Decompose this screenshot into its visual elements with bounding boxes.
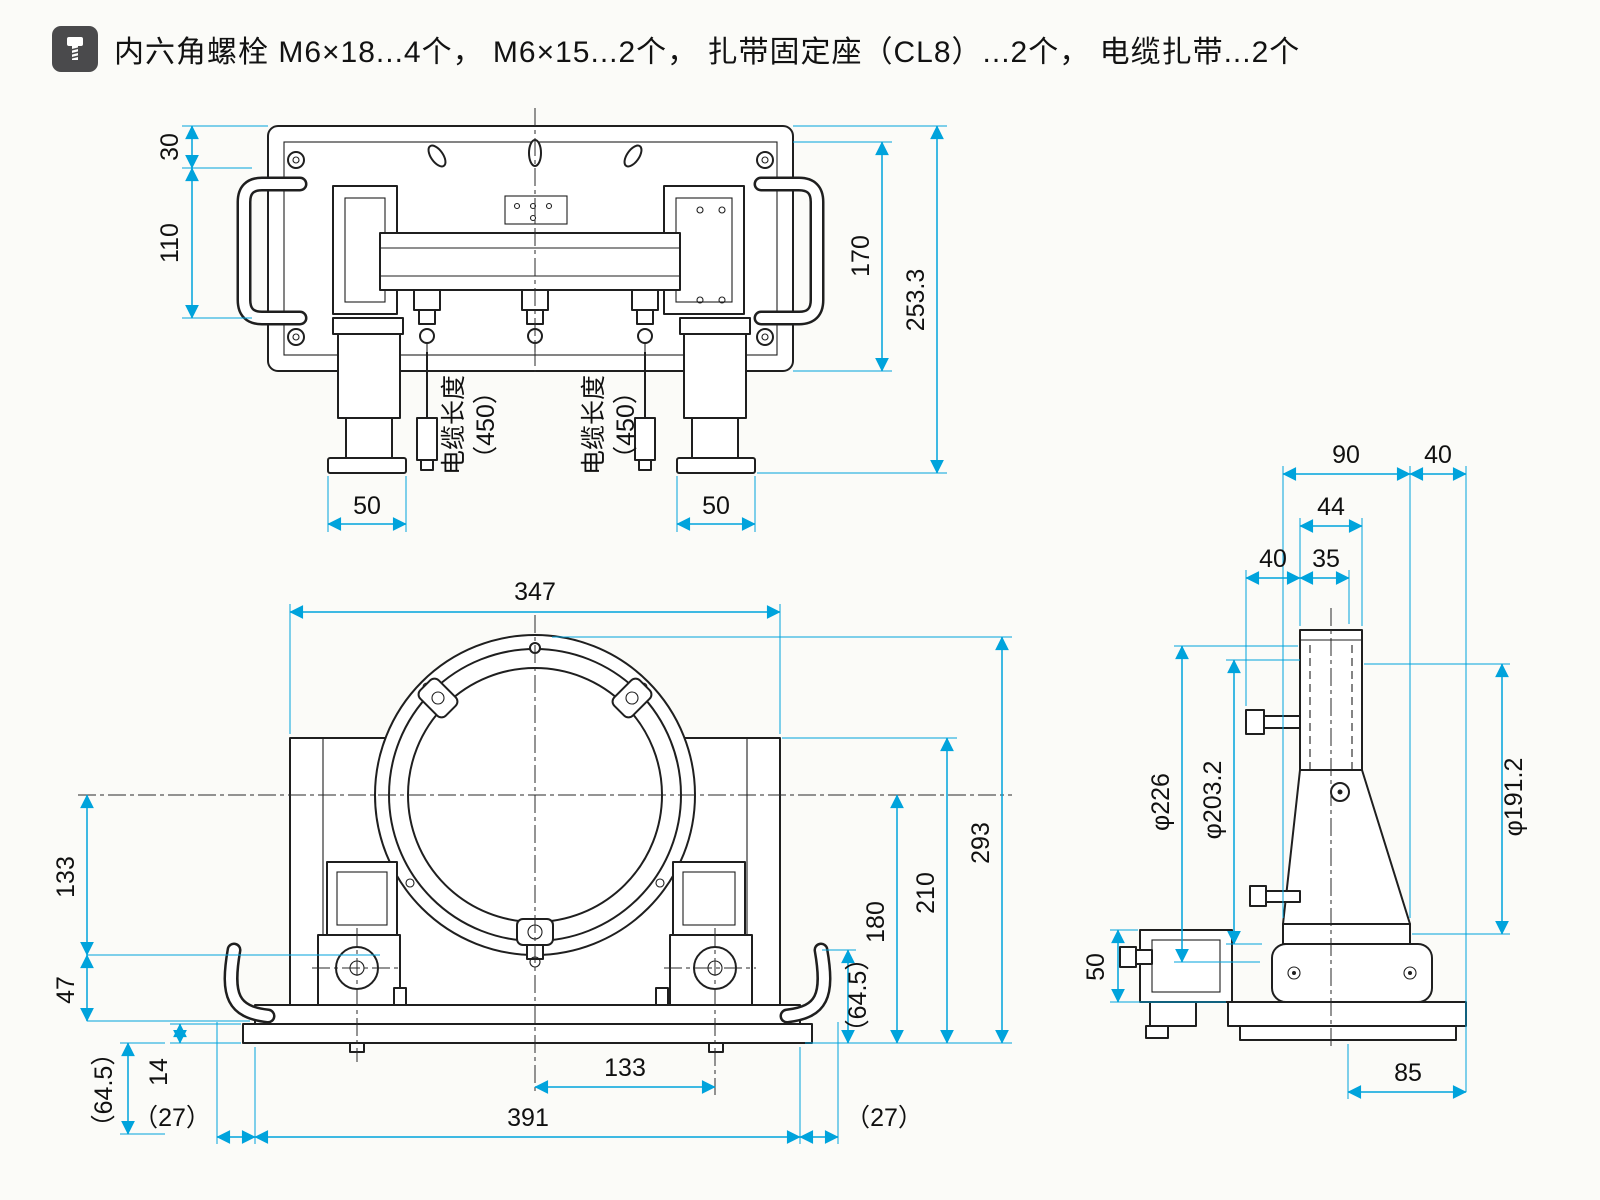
dim-30: 30 (156, 133, 184, 161)
front-left-handle (223, 942, 276, 1024)
dim-27-right: （27） (845, 1104, 923, 1132)
dim-90: 90 (1332, 441, 1360, 469)
dim-64-5-right: （64.5） (844, 946, 872, 1045)
dim-27-left: （27） (133, 1104, 211, 1132)
dim-293: 293 (967, 822, 995, 864)
cable-length-value-1: （450） (472, 379, 500, 471)
dim-391: 391 (507, 1104, 549, 1132)
corner-screws (287, 151, 774, 346)
side-base-upper (1227, 1001, 1467, 1027)
side-view-dimensions: 90 40 44 40 35 φ226 φ2 (1082, 441, 1528, 1099)
upper-knob (1245, 709, 1301, 735)
base-plate-lower (242, 1023, 813, 1044)
top-view-dimensions: 30 110 170 253.3 50 50 电缆长度 （45 (156, 125, 947, 532)
dim-170: 170 (847, 235, 875, 277)
left-hole-block (317, 934, 401, 1006)
front-centerlines (78, 615, 1012, 1095)
bolt-icon (52, 26, 98, 72)
dim-133-left: 133 (52, 856, 80, 898)
dim-40-right: 40 (1424, 441, 1452, 469)
dim-phi-226: φ226 (1147, 773, 1175, 831)
ring-clamp-upper-right (611, 677, 653, 719)
dim-35: 35 (1312, 545, 1340, 573)
dim-50: 50 (1082, 953, 1110, 981)
dim-85: 85 (1394, 1059, 1422, 1087)
dim-64-5-left: （64.5） (90, 1041, 118, 1140)
side-left-bracket (1119, 929, 1233, 1039)
left-leg (327, 317, 407, 474)
front-view: 347 180 210 293 133 47 14 (52, 578, 1012, 1144)
dim-253-3: 253.3 (902, 269, 930, 332)
left-handle (236, 176, 308, 326)
dim-14: 14 (145, 1058, 173, 1086)
dim-44: 44 (1317, 493, 1345, 521)
top-view: 30 110 170 253.3 50 50 电缆长度 （45 (156, 108, 947, 532)
front-view-dimensions: 347 180 210 293 133 47 14 (52, 578, 1012, 1144)
front-right-handle (779, 942, 832, 1024)
side-base-lower (1239, 1025, 1457, 1041)
dim-133-bottom: 133 (604, 1054, 646, 1082)
dim-210: 210 (912, 872, 940, 914)
dim-50-right: 50 (702, 492, 730, 520)
left-mech-box (326, 861, 398, 936)
dim-50-left: 50 (353, 492, 381, 520)
right-handle (753, 176, 825, 326)
side-view: 90 40 44 40 35 φ226 φ2 (1082, 441, 1528, 1099)
side-housing (1282, 769, 1411, 925)
dim-347: 347 (514, 578, 556, 606)
dim-180: 180 (862, 901, 890, 943)
cables (416, 352, 656, 471)
dim-phi-203-2: φ203.2 (1199, 761, 1227, 840)
right-leg (676, 317, 756, 474)
cross-bar (379, 232, 681, 291)
dim-47: 47 (52, 976, 80, 1004)
cable-length-value-2: （450） (612, 379, 640, 471)
dim-110: 110 (156, 223, 184, 263)
right-hole-block (669, 934, 753, 1006)
cable-length-label-2: 电缆长度 (580, 375, 608, 475)
sensor-plate (504, 195, 568, 225)
dim-phi-191-2: φ191.2 (1500, 758, 1528, 837)
right-mech-box (672, 861, 746, 936)
cable-length-label-1: 电缆长度 (440, 375, 468, 475)
parts-note: 内六角螺栓 M6×18...4个， M6×15...2个， 扎带固定座（CL8）… (114, 36, 1301, 69)
header: 内六角螺栓 M6×18...4个， M6×15...2个， 扎带固定座（CL8）… (52, 26, 1300, 72)
dim-40-left: 40 (1259, 545, 1287, 573)
ring-clamp-upper-left (417, 677, 459, 719)
base-plate-upper (254, 1004, 801, 1025)
